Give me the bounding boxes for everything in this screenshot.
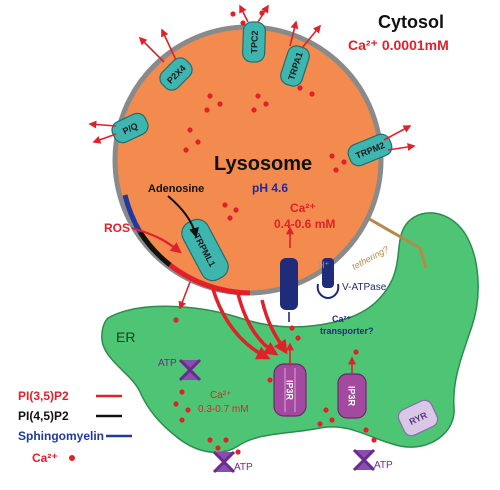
atp-label-3: ATP [374,460,393,471]
legend-label-calcium: Ca²⁺ [32,451,58,465]
pi45p2-segment [137,230,172,267]
legend-swatch-calcium [69,455,75,461]
ip3r-channel-2: IP3R [337,373,367,419]
legend: PI(3,5)P2 PI(4,5)P2 Sphingomyelin Ca²⁺ [18,389,132,465]
tether-line [349,206,428,269]
channel-label-tpc2: TPC2 [249,30,260,53]
atp-pump-2 [212,450,236,474]
lysosome-title: Lysosome [214,153,312,175]
pi35p2-segment [168,263,251,296]
er-calcium-range: 0.3-0.7 mM [198,404,249,415]
channel-pq: P/Q [111,112,149,144]
adenosine-arrow [167,195,199,238]
er-body [101,212,479,454]
cytosol-title: Cytosol [378,12,444,32]
ip3r-label-2: IP3R [347,386,357,407]
legend-label-pi45p2: PI(4,5)P2 [18,409,69,423]
ip3r-channel-1: IP3R [273,363,307,417]
atp-pump-1 [178,358,202,382]
legend-label-pi35p2: PI(3,5)P2 [18,389,69,403]
atp-pump-3 [352,448,376,472]
tethering-label: tethering? [350,244,390,272]
atp-label-1: ATP [158,358,177,369]
v-atpase [316,258,340,300]
calcium-dots [173,10,359,383]
adenosine-label: Adenosine [148,183,204,195]
h-plus-label: H⁺ [318,260,329,270]
lysosome-ph: pH 4.6 [252,181,288,195]
v-atpase-label: V-ATPase [342,282,387,293]
lysosome-calcium-range: 0.4-0.6 mM [274,217,335,231]
channel-tpc2: TPC2 [242,21,266,63]
transporter-label-text: transporter? [320,326,374,336]
ip3r-label-1: IP3R [285,380,295,401]
transporter-label-ca: Ca²⁺ [332,314,352,324]
er-title: ER [116,329,135,345]
er-calcium-label: Ca²⁺ [210,390,231,401]
channel-trpa1: TRPA1 [280,45,310,87]
legend-label-sphingomyelin: Sphingomyelin [18,429,104,443]
er-release-arrows [286,342,356,374]
er-calcium-dots [173,389,377,455]
ros-label: ROS [104,221,130,235]
calcium-efflux-arrows [88,4,416,310]
ros-arrow [131,226,182,254]
lysosome-calcium-label: Ca²⁺ [290,201,316,215]
channel-trpm2: TRPM2 [347,133,393,167]
cytosol-calcium: Ca²⁺ 0.0001mM [348,37,449,53]
ryr-channel: RYR [397,399,439,437]
lysosome-to-er-flux [210,285,288,360]
channel-p2x4: P2X4 [159,57,193,91]
atp-label-2: ATP [234,462,253,473]
ca-transporter [280,258,298,322]
